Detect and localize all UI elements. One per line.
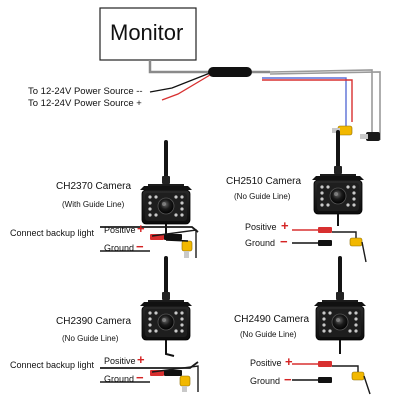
camera-2-minus-sign: − [280,234,288,249]
camera-2-title: CH2510 Camera [226,176,302,187]
power-negative-label: To 12-24V Power Source -- [28,86,143,97]
camera-4-title: CH2490 Camera [234,314,310,325]
camera-1-plus-sign: + [137,221,145,236]
camera-4-guide: (No Guide Line) [240,330,297,339]
camera-1-guide: (With Guide Line) [62,200,125,209]
camera-4-positive-label: Positive [250,358,282,368]
camera-1-connect-label: Connect backup light [10,228,95,238]
camera-4-ground-label: Ground [250,376,281,386]
camera-3-connect-label: Connect backup light [10,360,95,370]
camera-2-guide: (No Guide Line) [234,192,291,201]
camera-2-plus-sign: + [281,218,289,233]
camera-2-ground-label: Ground [245,238,276,248]
power-positive-label: To 12-24V Power Source + [28,98,142,109]
camera-4-plus-sign: + [285,354,293,369]
camera-1-positive-label: Positive [104,225,136,235]
camera-3-title: CH2390 Camera [56,316,132,327]
camera-1-title: CH2370 Camera [56,181,132,192]
camera-2-positive-label: Positive [245,222,277,232]
camera-3-ground-label: Ground [104,374,135,384]
camera-3-guide: (No Guide Line) [62,334,119,343]
camera-1-minus-sign: − [136,239,144,254]
monitor-label: Monitor [110,20,184,45]
monitor-box [99,7,197,61]
camera-1-ground-label: Ground [104,243,135,253]
camera-3-minus-sign: − [136,370,144,385]
camera-4-minus-sign: − [284,372,292,387]
camera-3-positive-label: Positive [104,356,136,366]
camera-3-plus-sign: + [137,352,145,367]
